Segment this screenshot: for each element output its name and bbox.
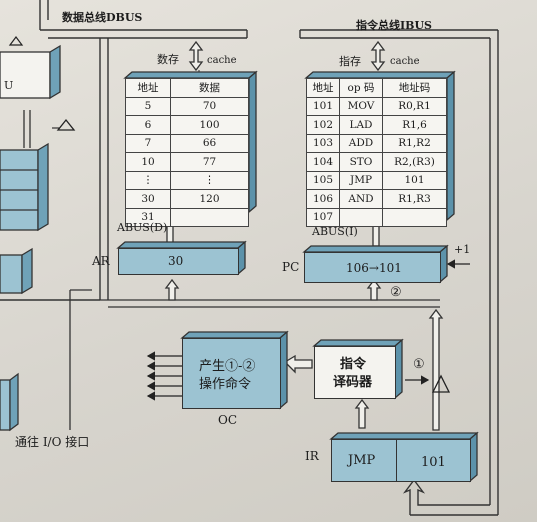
instruction-decoder <box>314 346 396 399</box>
ir-op-value: JMP <box>348 453 376 468</box>
data-cell <box>170 207 249 227</box>
data-cell: 7 <box>125 133 171 153</box>
instr-header-operand: 地址码 <box>382 78 447 98</box>
oc-text-line2: 操作命令 <box>199 377 252 392</box>
pc-label: PC <box>282 260 300 274</box>
instr-cell: 103 <box>306 133 340 153</box>
data-cell: 66 <box>170 133 249 153</box>
data-cell: ⋮ <box>125 170 171 190</box>
instr-cache-label: cache <box>390 56 420 67</box>
ibus-title: 指令总线IBUS <box>356 19 432 32</box>
instr-cell: AND <box>339 189 383 209</box>
abus-i-label: ABUS(I) <box>312 225 358 238</box>
instr-cell: LAD <box>339 115 383 135</box>
data-cell: 5 <box>125 96 171 116</box>
ibus-lines <box>299 29 499 516</box>
ar-register <box>118 248 239 275</box>
ar-value: 30 <box>168 254 184 268</box>
instr-cell: R1,R2 <box>382 133 447 153</box>
data-header-address: 地址 <box>125 78 171 98</box>
cache-arrows <box>188 40 386 72</box>
data-memory-row: ⋮⋮ <box>125 170 249 190</box>
data-memory-row: 31 <box>125 207 249 227</box>
instr-cell: R2,(R3) <box>382 152 447 172</box>
pc-increment-label: +1 <box>454 243 471 256</box>
data-cell: 6 <box>125 115 171 135</box>
abus-d-label: ABUS(D) <box>117 221 168 234</box>
decoder-line1: 指令 <box>340 357 367 372</box>
data-cell: 10 <box>125 152 171 172</box>
instr-memory-header: 地址 op 码 地址码 <box>306 78 447 98</box>
instr-cell: 105 <box>306 170 340 190</box>
decoder-line2: 译码器 <box>333 375 373 390</box>
ir-label: IR <box>305 449 319 463</box>
data-cell: 31 <box>125 207 171 227</box>
instr-cell: 102 <box>306 115 340 135</box>
oc-block <box>182 338 281 409</box>
data-cell: 120 <box>170 189 249 209</box>
instr-cell: 107 <box>306 207 340 227</box>
pc-register <box>304 252 441 283</box>
data-cell: ⋮ <box>170 170 249 190</box>
instr-cell: 106 <box>306 189 340 209</box>
block-shading <box>116 70 479 483</box>
left-fragment-label: U <box>4 79 14 92</box>
data-cell: 70 <box>170 96 249 116</box>
instr-cell: 101 <box>382 170 447 190</box>
instr-cell <box>382 207 447 227</box>
instr-cell: JMP <box>339 170 383 190</box>
instr-cell: R0,R1 <box>382 96 447 116</box>
pc-value: 106→101 <box>346 261 402 275</box>
left-register-stack <box>0 44 61 432</box>
control-arrows <box>146 351 182 401</box>
marker-2: ② <box>390 285 402 300</box>
ar-label: AR <box>92 254 110 268</box>
instr-cell: STO <box>339 152 383 172</box>
instr-cell: 101 <box>306 96 340 116</box>
oc-label: OC <box>218 413 238 427</box>
instr-cell: R1,6 <box>382 115 447 135</box>
instr-cell: MOV <box>339 96 383 116</box>
io-interface-label: 通往 I/O 接口 <box>15 435 90 449</box>
data-cell: 100 <box>170 115 249 135</box>
instr-memory-title: 指存 <box>339 55 361 68</box>
oc-text-line1: 产生①-② <box>199 359 256 374</box>
instr-header-opcode: op 码 <box>339 78 383 98</box>
data-memory-header: 地址 数据 <box>125 78 249 98</box>
ir-op-field <box>331 439 398 482</box>
dbus-lines <box>0 0 248 301</box>
data-cache-label: cache <box>207 55 237 66</box>
instr-cell: ADD <box>339 133 383 153</box>
data-header-data: 数据 <box>170 78 249 98</box>
instr-cell: 104 <box>306 152 340 172</box>
instr-header-address: 地址 <box>306 78 340 98</box>
marker-1: ① <box>413 357 425 372</box>
instr-memory-row: 107 <box>306 207 447 227</box>
data-memory-title: 数存 <box>157 53 179 66</box>
instr-cell: R1,R3 <box>382 189 447 209</box>
ir-addr-value: 101 <box>421 455 446 470</box>
ir-addr-field <box>396 439 471 482</box>
dbus-title: 数据总线DBUS <box>62 11 143 24</box>
addr-bus <box>69 289 440 430</box>
data-cell: 30 <box>125 189 171 209</box>
instr-cell <box>339 207 383 227</box>
data-cell: 77 <box>170 152 249 172</box>
